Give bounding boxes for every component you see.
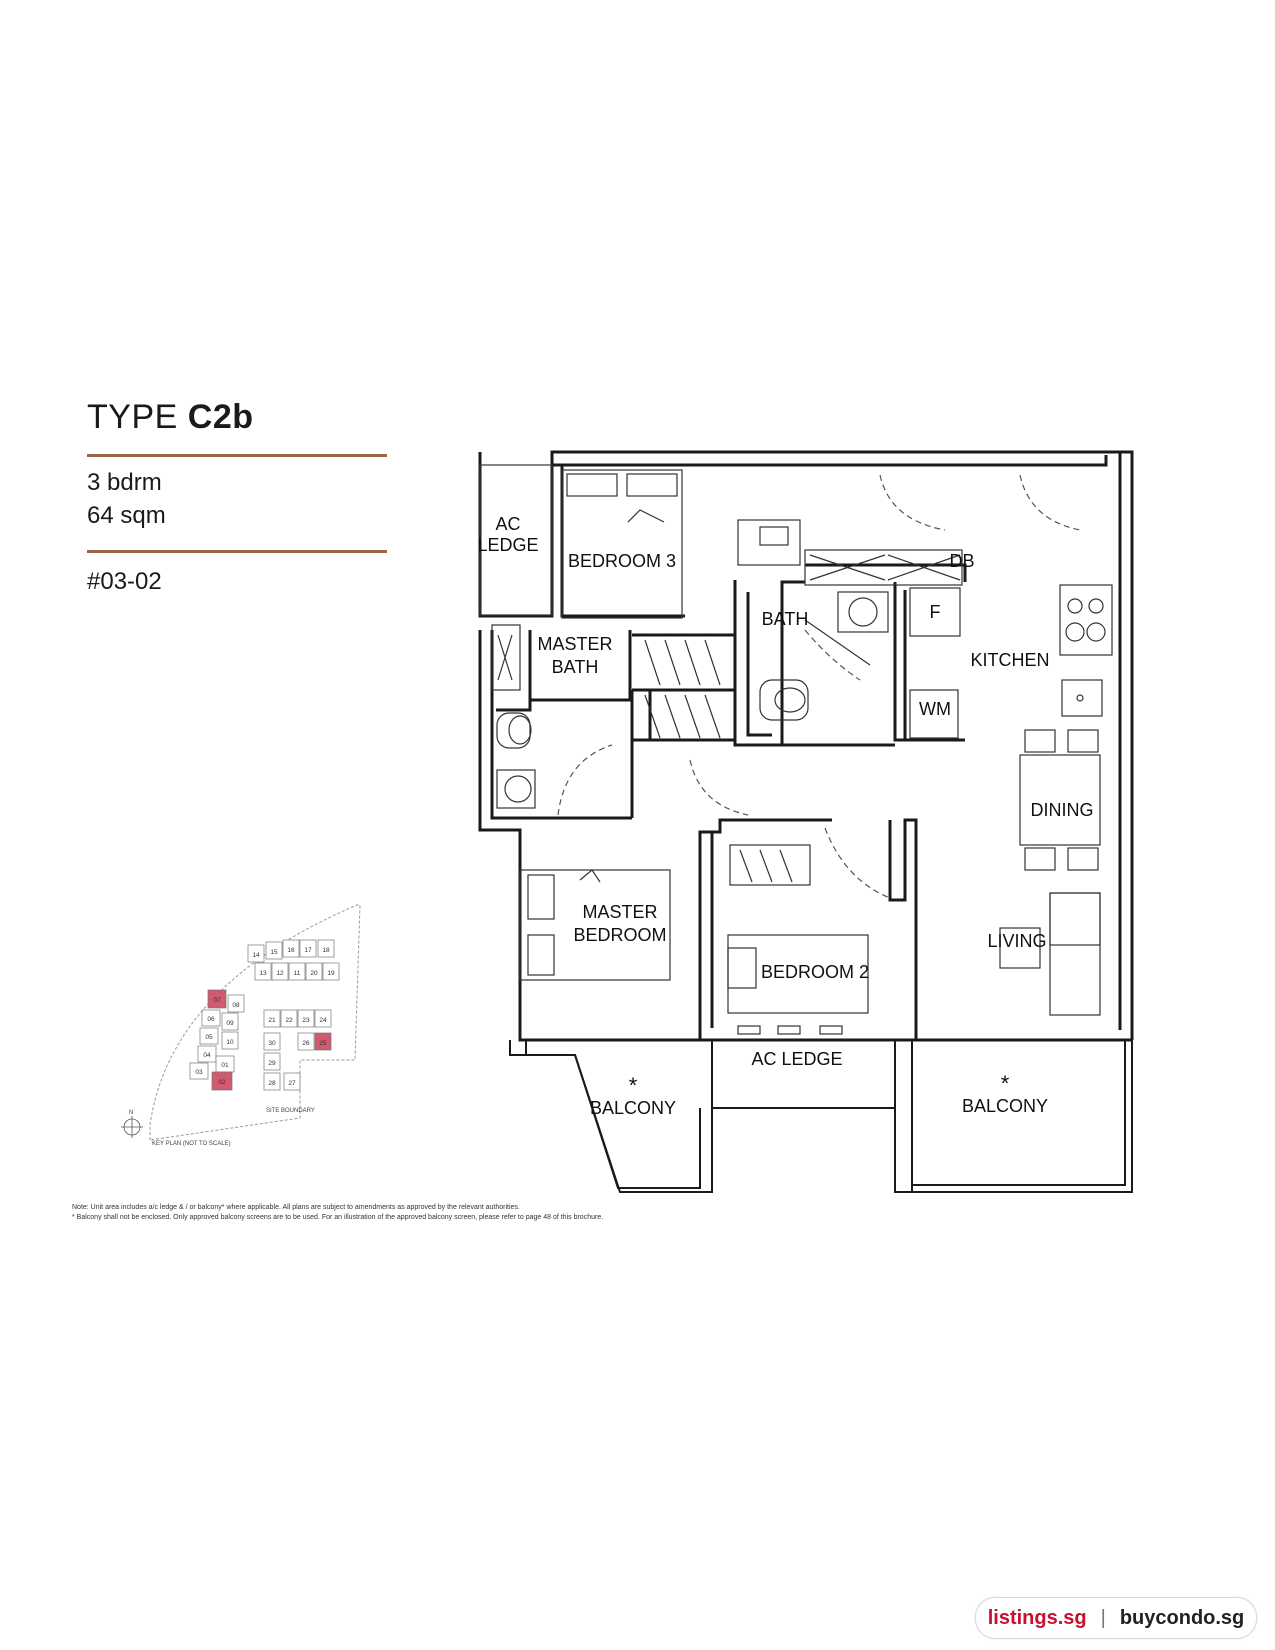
north-arrow-icon: [121, 1116, 143, 1138]
master-bedroom-label-1: MASTER: [582, 902, 657, 922]
kp-unit-01: 01: [221, 1062, 229, 1069]
site-boundary-outline: [149, 904, 361, 1141]
bedroom3-label: BEDROOM 3: [568, 551, 676, 571]
unit-type-title: TYPE C2b: [87, 398, 254, 437]
balcony-left-star: *: [629, 1073, 638, 1098]
kp-unit-28: 28: [268, 1080, 276, 1087]
watermark-separator: |: [1100, 1606, 1106, 1629]
north-label: N: [129, 1110, 133, 1116]
kp-unit-29: 29: [268, 1060, 276, 1067]
key-plan-caption: KEY PLAN (NOT TO SCALE): [152, 1141, 231, 1147]
kp-unit-19: 19: [327, 970, 335, 977]
kp-unit-30: 30: [268, 1040, 276, 1047]
kp-unit-12: 12: [276, 970, 284, 977]
kp-unit-06: 06: [207, 1016, 215, 1023]
ac-ledge-top-label-1: AC: [495, 514, 520, 534]
watermark-badge[interactable]: listings.sg | buycondo.sg: [975, 1597, 1257, 1639]
watermark-listings-link[interactable]: listings.sg: [987, 1606, 1087, 1629]
site-boundary-label: SITE BOUNDARY: [266, 1108, 315, 1114]
fridge-label: F: [930, 602, 941, 622]
watermark-buycondo-link[interactable]: buycondo.sg: [1119, 1606, 1245, 1629]
bedroom-count: 3 bdrm: [87, 469, 162, 496]
kp-unit-18: 18: [322, 947, 330, 954]
kp-unit-25: 25: [319, 1040, 327, 1047]
master-bath-label-2: BATH: [552, 657, 599, 677]
kp-unit-20: 20: [310, 970, 318, 977]
living-label: LIVING: [987, 931, 1046, 951]
kp-unit-05: 05: [205, 1034, 213, 1041]
kp-unit-24: 24: [319, 1017, 327, 1024]
master-bedroom-label-2: BEDROOM: [573, 925, 666, 945]
kp-unit-03: 03: [195, 1069, 203, 1076]
key-plan: 14 15 16 17 18 13 12 11 20 19 07 08 06 0…: [121, 904, 361, 1147]
balcony-right-label: BALCONY: [962, 1096, 1048, 1116]
bottom-divider: [87, 550, 387, 553]
ac-ledge-top-label-2: LEDGE: [477, 535, 538, 555]
kp-unit-07: 07: [213, 997, 221, 1004]
kitchen-label: KITCHEN: [970, 650, 1049, 670]
kp-unit-22: 22: [285, 1017, 293, 1024]
unit-area: 64 sqm: [87, 502, 166, 529]
wm-label: WM: [919, 699, 951, 719]
dining-label: DINING: [1031, 800, 1094, 820]
balcony-right-star: *: [1001, 1071, 1010, 1096]
kp-unit-17: 17: [304, 947, 312, 954]
kp-unit-21: 21: [268, 1017, 276, 1024]
kp-unit-15: 15: [270, 949, 278, 956]
unit-number: #03-02: [87, 568, 162, 595]
type-prefix: TYPE: [87, 398, 178, 436]
kp-unit-27: 27: [288, 1080, 296, 1087]
kp-unit-10: 10: [226, 1039, 234, 1046]
master-bath-label-1: MASTER: [537, 634, 612, 654]
bath-label: BATH: [762, 609, 809, 629]
note-line-2: * Balcony shall not be enclosed. Only ap…: [72, 1214, 604, 1221]
kp-unit-04: 04: [203, 1052, 211, 1059]
kp-unit-11: 11: [294, 970, 301, 977]
balcony-left-label: BALCONY: [590, 1098, 676, 1118]
db-label: DB: [949, 551, 974, 571]
type-code: C2b: [187, 398, 254, 436]
kp-unit-26: 26: [302, 1040, 310, 1047]
kp-unit-02: 02: [218, 1079, 226, 1086]
kp-unit-16: 16: [287, 947, 295, 954]
ac-ledge-bottom-label: AC LEDGE: [751, 1049, 842, 1069]
kp-unit-13: 13: [259, 970, 267, 977]
kp-unit-08: 08: [232, 1002, 240, 1009]
kp-unit-09: 09: [226, 1020, 234, 1027]
note-line-1: Note: Unit area includes a/c ledge & / o…: [72, 1204, 520, 1211]
bedroom2-label: BEDROOM 2: [761, 962, 869, 982]
top-divider: [87, 454, 387, 457]
kp-unit-23: 23: [302, 1017, 310, 1024]
kp-unit-14: 14: [252, 952, 260, 959]
